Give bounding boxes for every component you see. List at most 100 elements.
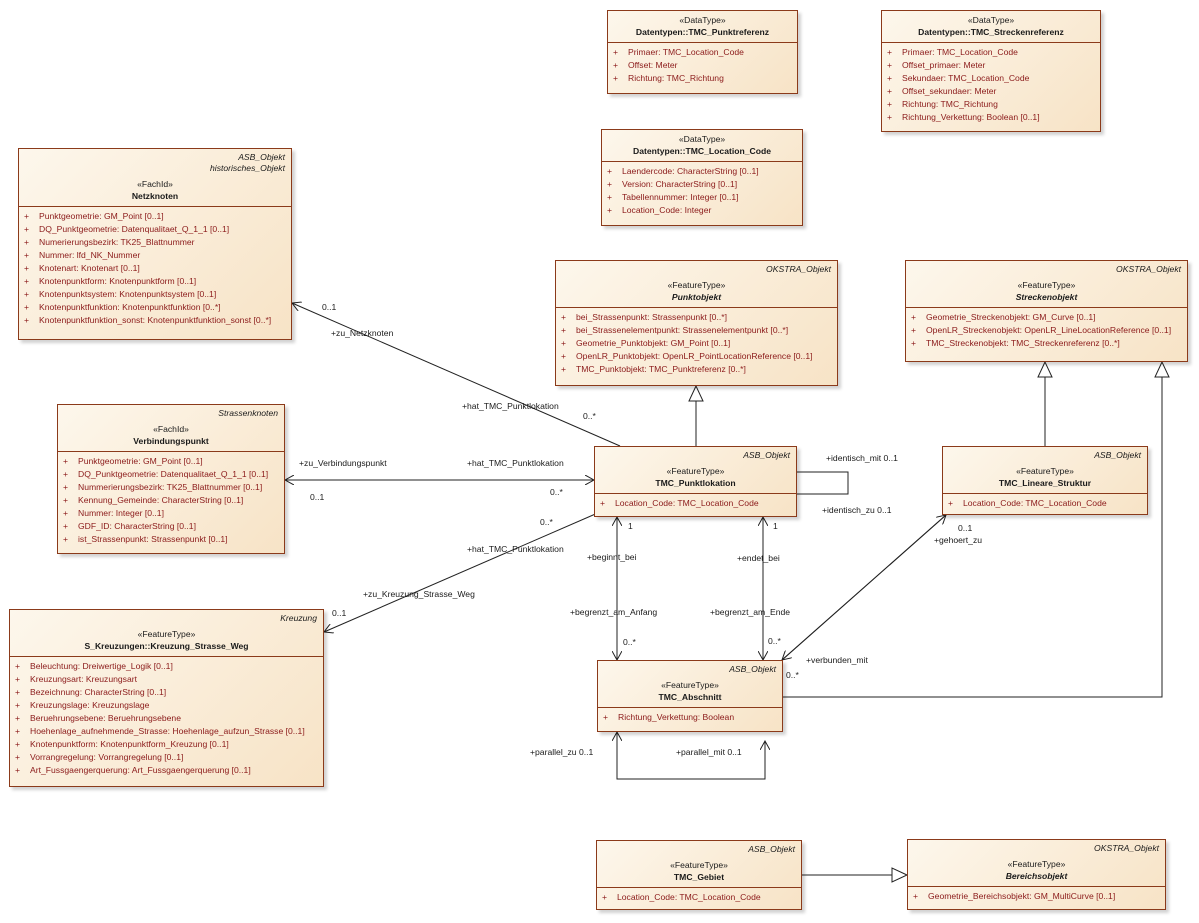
attribute[interactable]: +DQ_Punktgeometrie: Datenqualitaet_Q_1_1… [24, 224, 230, 234]
attribute[interactable]: +Offset_primaer: Meter [887, 60, 986, 70]
attribute[interactable]: +Primaer: TMC_Location_Code [613, 47, 744, 57]
class-header: ASB_Objekt «FeatureType» TMC_Lineare_Str… [943, 447, 1147, 494]
attribute[interactable]: +Version: CharacterString [0..1] [607, 179, 738, 189]
stereotype: «FeatureType» [1007, 859, 1066, 869]
attribute[interactable]: +Knotenpunktform: Knotenpunktform_Kreuzu… [15, 739, 229, 749]
attribute[interactable]: +OpenLR_Streckenobjekt: OpenLR_LineLocat… [911, 325, 1172, 335]
attribute[interactable]: +Punktgeometrie: GM_Point [0..1] [63, 456, 203, 466]
assoc-netzknoten[interactable] [292, 303, 621, 447]
class-tmc-location-code[interactable]: «DataType» Datentypen::TMC_Location_Code… [601, 129, 803, 226]
multiplicity: 0..1 [310, 492, 325, 502]
class-tmc-punktlokation[interactable]: ASB_Objekt «FeatureType» TMC_Punktlokati… [594, 446, 797, 517]
class-bereichsobjekt[interactable]: OKSTRA_Objekt «FeatureType» Bereichsobje… [907, 839, 1166, 910]
class-header: ASB_Objekt «FeatureType» TMC_Gebiet [597, 841, 801, 888]
role-identisch-zu: +identisch_zu 0..1 [822, 505, 892, 515]
attribute[interactable]: +Bezeichnung: CharacterString [0..1] [15, 687, 167, 697]
class-tmc-streckenreferenz[interactable]: «DataType» Datentypen::TMC_Streckenrefer… [881, 10, 1101, 132]
attribute-list: +Punktgeometrie: GM_Point [0..1] +DQ_Pun… [19, 207, 291, 330]
class-tmc-abschnitt[interactable]: ASB_Objekt «FeatureType» TMC_Abschnitt +… [597, 660, 783, 732]
class-header: «DataType» Datentypen::TMC_Location_Code [602, 130, 802, 162]
stereotype: «DataType» [967, 15, 1015, 25]
attribute[interactable]: +Nummerierungsbezirk: TK25_Blattnummer [… [63, 482, 263, 492]
attribute[interactable]: +Location_Code: TMC_Location_Code [948, 498, 1107, 508]
attribute[interactable]: +Location_Code: TMC_Location_Code [600, 498, 759, 508]
attribute[interactable]: +Kennung_Gemeinde: CharacterString [0..1… [63, 495, 244, 505]
attribute[interactable]: +Offset_sekundaer: Meter [887, 86, 997, 96]
attribute[interactable]: +Geometrie_Punktobjekt: GM_Point [0..1] [561, 338, 731, 348]
assoc-kreuzung[interactable] [324, 511, 601, 632]
attribute[interactable]: +Location_Code: TMC_Location_Code [602, 892, 761, 902]
attribute[interactable]: +Kreuzungslage: Kreuzungslage [15, 700, 150, 710]
attribute[interactable]: +Richtung_Verkettung: Boolean [0..1] [887, 112, 1040, 122]
class-punktobjekt[interactable]: OKSTRA_Objekt «FeatureType» Punktobjekt … [555, 260, 838, 386]
attribute[interactable]: +GDF_ID: CharacterString [0..1] [63, 521, 196, 531]
package-label: ASB_Objekt [729, 664, 776, 674]
attribute[interactable]: +Richtung: TMC_Richtung [613, 73, 724, 83]
attribute[interactable]: +Nummer: lfd_NK_Nummer [24, 250, 141, 260]
generalization-head [688, 384, 704, 402]
attribute[interactable]: +Knotenpunktfunktion: Knotenpunktfunktio… [24, 302, 221, 312]
attribute[interactable]: +bei_Strassenpunkt: Strassenpunkt [0..*] [561, 312, 727, 322]
attribute[interactable]: +Tabellennummer: Integer [0..1] [607, 192, 739, 202]
attribute-list: +bei_Strassenpunkt: Strassenpunkt [0..*]… [556, 308, 837, 379]
class-name: Datentypen::TMC_Punktreferenz [635, 27, 770, 37]
attribute-list: +Primaer: TMC_Location_Code +Offset_prim… [882, 43, 1100, 127]
attribute[interactable]: +Laendercode: CharacterString [0..1] [607, 166, 759, 176]
attribute[interactable]: +Richtung: TMC_Richtung [887, 99, 998, 109]
attribute[interactable]: +Art_Fussgaengerquerung: Art_Fussgaenger… [15, 765, 251, 775]
role-hat-tmc-punktlokation: +hat_TMC_Punktlokation [467, 544, 564, 554]
attribute[interactable]: +Geometrie_Streckenobjekt: GM_Curve [0..… [911, 312, 1096, 322]
attribute[interactable]: +Knotenpunktfunktion_sonst: Knotenpunktf… [24, 315, 272, 325]
attribute[interactable]: +Vorrangregelung: Vorrangregelung [0..1] [15, 752, 184, 762]
attribute[interactable]: +Beleuchtung: Dreiwertige_Logik [0..1] [15, 661, 173, 671]
class-header: OKSTRA_Objekt «FeatureType» Punktobjekt [556, 261, 837, 308]
class-tmc-gebiet[interactable]: ASB_Objekt «FeatureType» TMC_Gebiet +Loc… [596, 840, 802, 910]
attribute[interactable]: +Offset: Meter [613, 60, 678, 70]
role-beginnt-bei: +beginnt_bei [587, 552, 637, 562]
attribute[interactable]: +Knotenart: Knotenart [0..1] [24, 263, 140, 273]
attribute[interactable]: +Primaer: TMC_Location_Code [887, 47, 1018, 57]
class-name: Verbindungspunkt [133, 436, 209, 446]
stereotype: «DataType» [678, 134, 726, 144]
class-header: OKSTRA_Objekt «FeatureType» Bereichsobje… [908, 840, 1165, 887]
class-tmc-lineare-struktur[interactable]: ASB_Objekt «FeatureType» TMC_Lineare_Str… [942, 446, 1148, 515]
assoc-identisch[interactable] [797, 471, 849, 495]
class-tmc-punktreferenz[interactable]: «DataType» Datentypen::TMC_Punktreferenz… [607, 10, 798, 94]
stereotype: «FeatureType» [670, 860, 728, 870]
attribute[interactable]: +ist_Strassenpunkt: Strassenpunkt [0..1] [63, 534, 228, 544]
attribute[interactable]: +Hoehenlage_aufnehmende_Strasse: Hoehenl… [15, 726, 305, 736]
package-label: OKSTRA_Objekt [1116, 264, 1181, 274]
attribute[interactable]: +Sekundaer: TMC_Location_Code [887, 73, 1030, 83]
attribute[interactable]: +bei_Strassenelementpunkt: Strasseneleme… [561, 325, 789, 335]
attribute[interactable]: +Richtung_Verkettung: Boolean [603, 712, 735, 722]
attribute[interactable]: +Nummer: Integer [0..1] [63, 508, 164, 518]
class-streckenobjekt[interactable]: OKSTRA_Objekt «FeatureType» Streckenobje… [905, 260, 1188, 362]
attribute[interactable]: +Knotenpunktform: Knotenpunktform [0..1] [24, 276, 197, 286]
class-name: Punktobjekt [671, 292, 722, 302]
multiplicity: 0..* [550, 487, 563, 497]
attribute[interactable]: +DQ_Punktgeometrie: Datenqualitaet_Q_1_1… [63, 469, 269, 479]
role-parallel-zu: +parallel_zu 0..1 [530, 747, 594, 757]
package-label: ASB_Objekt [748, 844, 795, 854]
class-verbindungspunkt[interactable]: Strassenknoten «FachId» Verbindungspunkt… [57, 404, 285, 554]
package-label: Strassenknoten [218, 408, 278, 418]
role-zu-verbindungspunkt: +zu_Verbindungspunkt [299, 458, 387, 468]
class-kreuzung-strasse-weg[interactable]: Kreuzung «FeatureType» S_Kreuzungen::Kre… [9, 609, 324, 787]
assoc-parallel[interactable] [616, 732, 765, 780]
attribute-list: +Location_Code: TMC_Location_Code [595, 494, 796, 513]
attribute[interactable]: +OpenLR_Punktobjekt: OpenLR_PointLocatio… [561, 351, 813, 361]
attribute[interactable]: +Kreuzungsart: Kreuzungsart [15, 674, 138, 684]
attribute[interactable]: +Punktgeometrie: GM_Point [0..1] [24, 211, 164, 221]
class-netzknoten[interactable]: ASB_Objekt historisches_Objekt «FachId» … [18, 148, 292, 340]
attribute[interactable]: +TMC_Streckenobjekt: TMC_Streckenreferen… [911, 338, 1120, 348]
attribute-list: +Primaer: TMC_Location_Code +Offset: Met… [608, 43, 797, 88]
attribute[interactable]: +Numerierungsbezirk: TK25_Blattnummer [24, 237, 195, 247]
attribute[interactable]: +Geometrie_Bereichsobjekt: GM_MultiCurve… [913, 891, 1116, 901]
attribute[interactable]: +Beruehrungsebene: Beruehrungsebene [15, 713, 181, 723]
generalization-abschnitt[interactable] [766, 377, 1163, 698]
attribute[interactable]: +Knotenpunktsystem: Knotenpunktsystem [0… [24, 289, 217, 299]
attribute[interactable]: +Location_Code: Integer [607, 205, 712, 215]
role-parallel-mit: +parallel_mit 0..1 [676, 747, 742, 757]
attribute[interactable]: +TMC_Punktobjekt: TMC_Punktreferenz [0..… [561, 364, 746, 374]
